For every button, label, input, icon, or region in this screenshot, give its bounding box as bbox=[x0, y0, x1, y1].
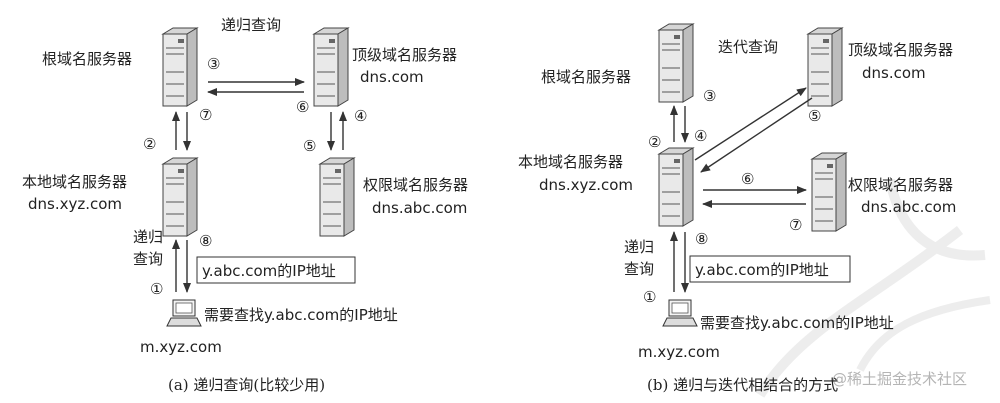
step-1: ① bbox=[643, 288, 656, 306]
host-name-label: m.xyz.com bbox=[140, 338, 222, 356]
host-computer-icon bbox=[166, 299, 202, 327]
auth-server-label: 权限域名服务器 bbox=[363, 176, 468, 194]
result-box bbox=[689, 255, 851, 283]
local-server-label: 本地域名服务器 bbox=[22, 173, 127, 191]
local-server-icon bbox=[162, 157, 198, 237]
step-4: ④ bbox=[354, 107, 367, 125]
recursive-label-2: 查询 bbox=[133, 250, 163, 268]
step-1: ① bbox=[150, 280, 163, 298]
step-2: ② bbox=[143, 135, 156, 153]
auth-domain-label: dns.abc.com bbox=[861, 198, 956, 216]
step-6: ⑥ bbox=[741, 170, 754, 188]
result-box-text: y.abc.com的IP地址 bbox=[695, 261, 829, 279]
iterative-query-title: 迭代查询 bbox=[718, 38, 778, 56]
result-box bbox=[196, 256, 356, 284]
tld-domain-label: dns.com bbox=[360, 68, 424, 86]
auth-server-icon bbox=[319, 157, 355, 237]
host-name-label: m.xyz.com bbox=[638, 343, 720, 361]
caption-b: (b) 递归与迭代相结合的方式 bbox=[647, 376, 838, 394]
root-server-label: 根域名服务器 bbox=[42, 50, 132, 68]
auth-server-icon bbox=[811, 152, 847, 232]
recursive-label-2: 查询 bbox=[624, 260, 654, 278]
step-4: ④ bbox=[694, 127, 707, 145]
watermark-logo bbox=[755, 178, 991, 398]
step-8: ⑧ bbox=[199, 232, 212, 250]
recursive-label-1: 递归 bbox=[133, 228, 163, 246]
left-panel: 递归查询 根域名服务器 顶级域名服务器 dns.com 本地域名服务器 dns.… bbox=[22, 16, 468, 394]
result-box-text: y.abc.com的IP地址 bbox=[202, 262, 336, 280]
local-server-icon bbox=[658, 147, 694, 227]
tld-server-label: 顶级域名服务器 bbox=[352, 46, 457, 64]
step-2: ② bbox=[648, 133, 661, 151]
local-domain-label: dns.xyz.com bbox=[28, 195, 122, 213]
root-server-icon bbox=[658, 23, 694, 103]
step-7: ⑦ bbox=[199, 106, 212, 124]
host-request-label: 需要查找y.abc.com的IP地址 bbox=[700, 314, 894, 332]
step-3: ③ bbox=[207, 55, 220, 73]
right-panel: 迭代查询 根域名服务器 顶级域名服务器 dns.com 本地域名服务器 dns.… bbox=[518, 23, 956, 394]
local-server-label: 本地域名服务器 bbox=[518, 153, 623, 171]
auth-domain-label: dns.abc.com bbox=[372, 199, 467, 217]
step-5: ⑤ bbox=[808, 107, 821, 125]
caption-a: (a) 递归查询(比较少用) bbox=[168, 376, 325, 394]
step-3: ③ bbox=[703, 87, 716, 105]
step-5: ⑤ bbox=[303, 137, 316, 155]
tld-server-icon bbox=[807, 27, 843, 107]
root-server-icon bbox=[162, 27, 198, 107]
recursive-label-1: 递归 bbox=[624, 238, 654, 256]
tld-server-label: 顶级域名服务器 bbox=[848, 41, 953, 59]
tld-domain-label: dns.com bbox=[862, 64, 926, 82]
recursive-query-title: 递归查询 bbox=[221, 16, 281, 34]
watermark-text: @稀土掘金技术社区 bbox=[832, 370, 967, 388]
host-computer-icon bbox=[662, 299, 698, 327]
step-7: ⑦ bbox=[789, 216, 802, 234]
root-server-label: 根域名服务器 bbox=[541, 68, 631, 86]
arrow-local-to-tld bbox=[694, 87, 807, 161]
auth-server-label: 权限域名服务器 bbox=[848, 176, 953, 194]
local-domain-label: dns.xyz.com bbox=[539, 176, 633, 194]
step-6: ⑥ bbox=[296, 98, 309, 116]
tld-server-icon bbox=[313, 27, 349, 107]
arrow-tld-to-local bbox=[700, 97, 813, 173]
host-request-label: 需要查找y.abc.com的IP地址 bbox=[204, 306, 398, 324]
step-8: ⑧ bbox=[695, 230, 708, 248]
